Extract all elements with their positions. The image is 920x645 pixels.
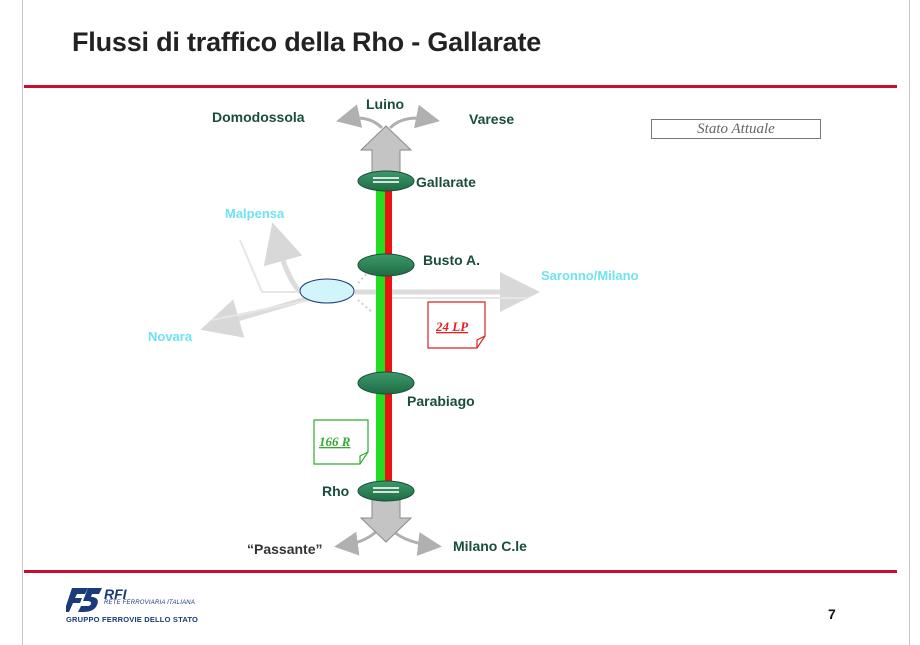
fs-logo-icon xyxy=(66,588,102,612)
north-arrow xyxy=(359,125,413,179)
north-branch-arrows xyxy=(336,104,440,130)
destination-label-luino: Luino xyxy=(366,96,404,112)
destination-label-novara: Novara xyxy=(148,329,193,344)
footer-divider xyxy=(24,570,897,573)
station-gallarate-marker xyxy=(357,170,415,192)
status-label: Stato Attuale xyxy=(651,119,821,139)
slide-title: Flussi di traffico della Rho - Gallarate xyxy=(72,27,542,57)
station-label-busto: Busto A. xyxy=(423,252,480,268)
logo-subtitle: RETE FERROVIARIA ITALIANA xyxy=(104,600,196,606)
red-flow-label: 24 LP xyxy=(435,319,469,334)
destination-label-domodossola: Domodossola xyxy=(212,109,305,125)
green-flow-bar xyxy=(376,185,385,493)
destination-label-passante: “Passante” xyxy=(247,541,322,557)
station-label-rho: Rho xyxy=(322,483,349,499)
logo-group: GRUPPO FERROVIE DELLO STATO xyxy=(66,615,199,624)
station-parabiago-marker xyxy=(357,371,415,395)
destination-label-malpensa: Malpensa xyxy=(225,206,285,221)
slide-right-border xyxy=(909,0,910,645)
station-busto-marker xyxy=(357,253,415,277)
logo-brand: RFI xyxy=(104,586,127,602)
title-divider xyxy=(24,85,897,88)
green-flow-label: 166 R xyxy=(319,434,351,449)
slide-left-border xyxy=(22,0,23,645)
red-flow-note: 24 LP xyxy=(427,301,486,349)
destination-label-milano: Milano C.le xyxy=(453,538,527,554)
destination-label-varese: Varese xyxy=(469,111,514,127)
green-flow-note: 166 R xyxy=(313,419,369,465)
destination-label-saronno: Saronno/Milano xyxy=(541,268,639,283)
rfi-logo: RFI RETE FERROVIARIA ITALIANA GRUPPO FER… xyxy=(66,586,216,626)
station-label-parabiago: Parabiago xyxy=(407,393,475,409)
station-rho-marker xyxy=(357,480,415,502)
junction-marker xyxy=(299,278,355,304)
page-number: 7 xyxy=(828,606,836,622)
red-flow-bar xyxy=(385,185,392,493)
station-label-gallarate: Gallarate xyxy=(416,174,476,190)
